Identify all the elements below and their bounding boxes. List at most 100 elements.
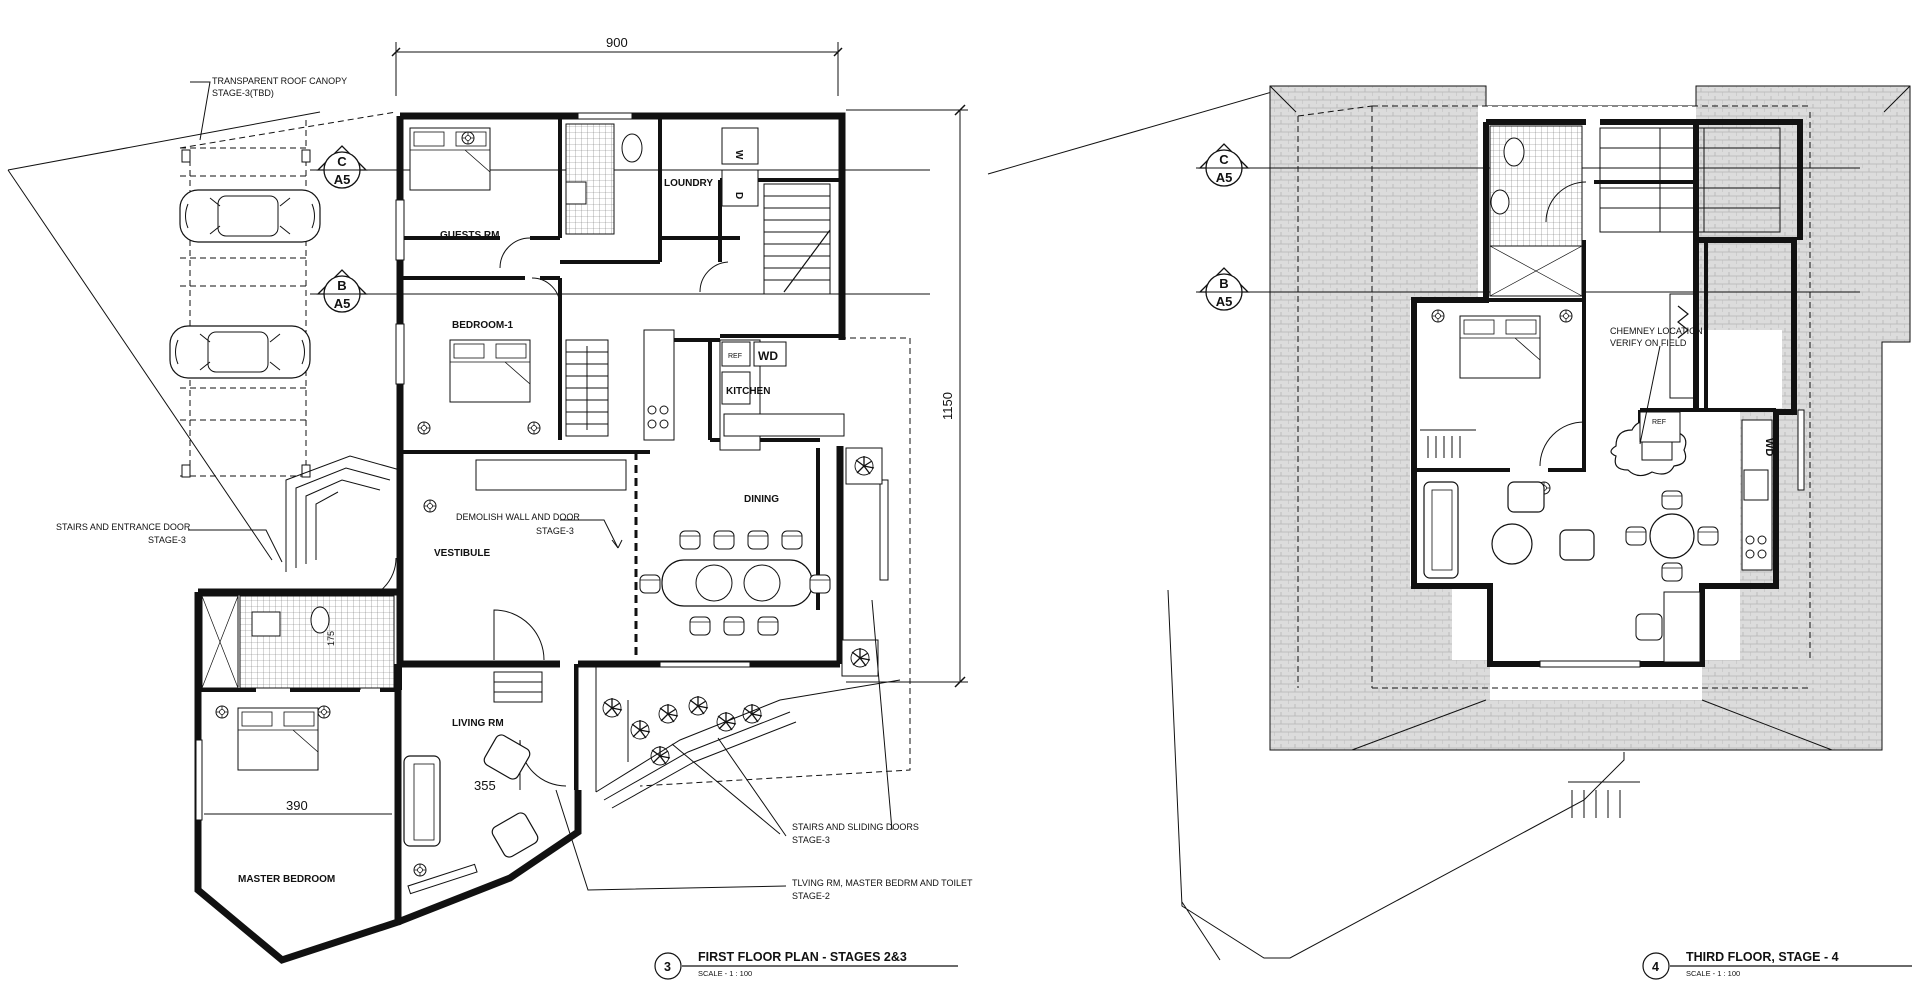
third-floor-plan: C A5 B A5 xyxy=(987,85,1912,980)
section-b-letter: B xyxy=(337,278,346,293)
vestibule-stairs xyxy=(475,459,627,703)
car-icon xyxy=(169,325,311,379)
laundry-machines: W D xyxy=(721,127,759,207)
lamp-icon xyxy=(417,421,431,435)
note-sliding-line1: STAIRS AND SLIDING DOORS xyxy=(792,822,919,832)
plan-title: FIRST FLOOR PLAN - STAGES 2&3 xyxy=(698,950,907,964)
bed-icon xyxy=(1459,315,1541,379)
plant-icon xyxy=(688,695,709,716)
section-c-sheet: A5 xyxy=(334,172,351,187)
car-icon xyxy=(179,189,321,243)
room-label-living: LIVING RM xyxy=(452,718,504,729)
section-c-sheet: A5 xyxy=(1216,170,1233,185)
third-floor-bathroom xyxy=(1489,125,1587,297)
dimension-1150: 1150 xyxy=(846,104,968,688)
sink-icon xyxy=(565,181,587,205)
exterior-walls xyxy=(194,112,846,964)
room-label-loundry: LOUNDRY xyxy=(664,178,713,189)
section-b-letter: B xyxy=(1219,276,1228,291)
roof-edges xyxy=(1269,85,1911,818)
leader-lines xyxy=(188,81,893,891)
note-stairs-line2: STAGE-3 xyxy=(148,535,186,545)
desk xyxy=(1635,591,1701,663)
sofa-icon xyxy=(403,755,441,847)
site-boundary xyxy=(987,91,1625,961)
first-floor-plan: 900 1150 C A5 xyxy=(7,35,973,980)
plan-title: THIRD FLOOR, STAGE - 4 xyxy=(1686,950,1839,964)
kitchen-counters xyxy=(1639,411,1773,571)
plant-icon xyxy=(650,745,671,766)
room-label-vestibule: VESTIBULE xyxy=(434,548,490,559)
dim-900-label: 900 xyxy=(606,35,628,50)
note-living-line2: STAGE-2 xyxy=(792,891,830,901)
upper-bathroom xyxy=(565,123,643,235)
dryer-label: D xyxy=(733,192,744,199)
sink-icon xyxy=(1743,469,1769,501)
toilet-icon xyxy=(310,606,330,634)
washer-label: W xyxy=(733,150,744,160)
dim-1150-label: 1150 xyxy=(940,392,955,420)
sink-icon xyxy=(251,611,281,637)
dim-175-label: 175 xyxy=(326,631,336,646)
note-demolish-line2: STAGE-3 xyxy=(536,526,574,536)
room-label-bedroom1: BEDROOM-1 xyxy=(452,320,514,331)
entrance-stairs xyxy=(285,455,401,572)
roof-ridges xyxy=(1297,105,1811,689)
room-label-kitchen: KITCHEN xyxy=(726,386,770,397)
door-swings xyxy=(353,237,729,790)
master-bathroom xyxy=(201,595,395,689)
ref-label: REF xyxy=(728,353,742,360)
sink-icon xyxy=(1490,189,1510,215)
site-boundary xyxy=(7,111,321,561)
note-canopy-line2: STAGE-3(TBD) xyxy=(212,88,274,98)
stairs-upper xyxy=(763,183,831,295)
bed-icon xyxy=(237,707,319,771)
section-c-letter: C xyxy=(1219,152,1229,167)
wd-label: WD xyxy=(1763,438,1775,456)
plant-icon xyxy=(602,697,623,718)
section-line-b: B A5 xyxy=(310,269,930,313)
stairs xyxy=(1599,127,1781,233)
note-chimney-line2: VERIFY ON FIELD xyxy=(1610,338,1687,348)
note-living-line1: TLVING RM, MASTER BEDRM AND TOILET xyxy=(792,878,973,888)
dimension-900: 900 xyxy=(391,35,843,96)
left-plan-title: 3 FIRST FLOOR PLAN - STAGES 2&3 SCALE - … xyxy=(654,950,958,980)
room-label-guests: GUESTS RM xyxy=(440,230,499,241)
living-chairs xyxy=(1491,481,1595,565)
plant-icon xyxy=(658,703,679,724)
room-label-dining: DINING xyxy=(744,494,779,505)
door-swing xyxy=(1539,421,1585,467)
plan-number: 3 xyxy=(664,960,671,974)
note-demolish-line1: DEMOLISH WALL AND DOOR xyxy=(456,512,580,522)
dining-table-icon xyxy=(1625,490,1719,582)
note-canopy-line1: TRANSPARENT ROOF CANOPY xyxy=(212,76,347,86)
lamp-icon xyxy=(527,421,541,435)
carport-canopy xyxy=(179,111,397,478)
stairs-middle xyxy=(565,339,609,437)
wd-label: WD xyxy=(758,349,778,363)
dim-390-label: 390 xyxy=(286,798,308,813)
carport-posts xyxy=(181,149,311,478)
plan-number: 4 xyxy=(1652,960,1659,974)
sofa-icon xyxy=(1423,481,1459,579)
room-label-master: MASTER BEDROOM xyxy=(238,874,335,885)
section-c-letter: C xyxy=(337,154,347,169)
note-sliding-line2: STAGE-3 xyxy=(792,835,830,845)
kitchen-counters xyxy=(643,329,845,451)
plan-scale: SCALE - 1 : 100 xyxy=(698,969,752,978)
closet xyxy=(1420,429,1476,458)
section-b-sheet: A5 xyxy=(334,296,351,311)
lamp-icon xyxy=(413,863,427,877)
bed-icon xyxy=(409,127,491,191)
interior-walls xyxy=(1414,180,1776,472)
dining-table-icon xyxy=(639,530,831,636)
plan-scale: SCALE - 1 : 100 xyxy=(1686,969,1740,978)
lamp-icon xyxy=(1431,309,1445,323)
right-plan-title: 4 THIRD FLOOR, STAGE - 4 SCALE - 1 : 100 xyxy=(1642,950,1912,980)
dimension-390: 390 xyxy=(204,798,392,815)
windows xyxy=(1539,409,1805,668)
note-chimney-line1: CHEMNEY LOCATION xyxy=(1610,326,1703,336)
lamp-icon xyxy=(215,705,229,719)
windows xyxy=(195,112,889,895)
